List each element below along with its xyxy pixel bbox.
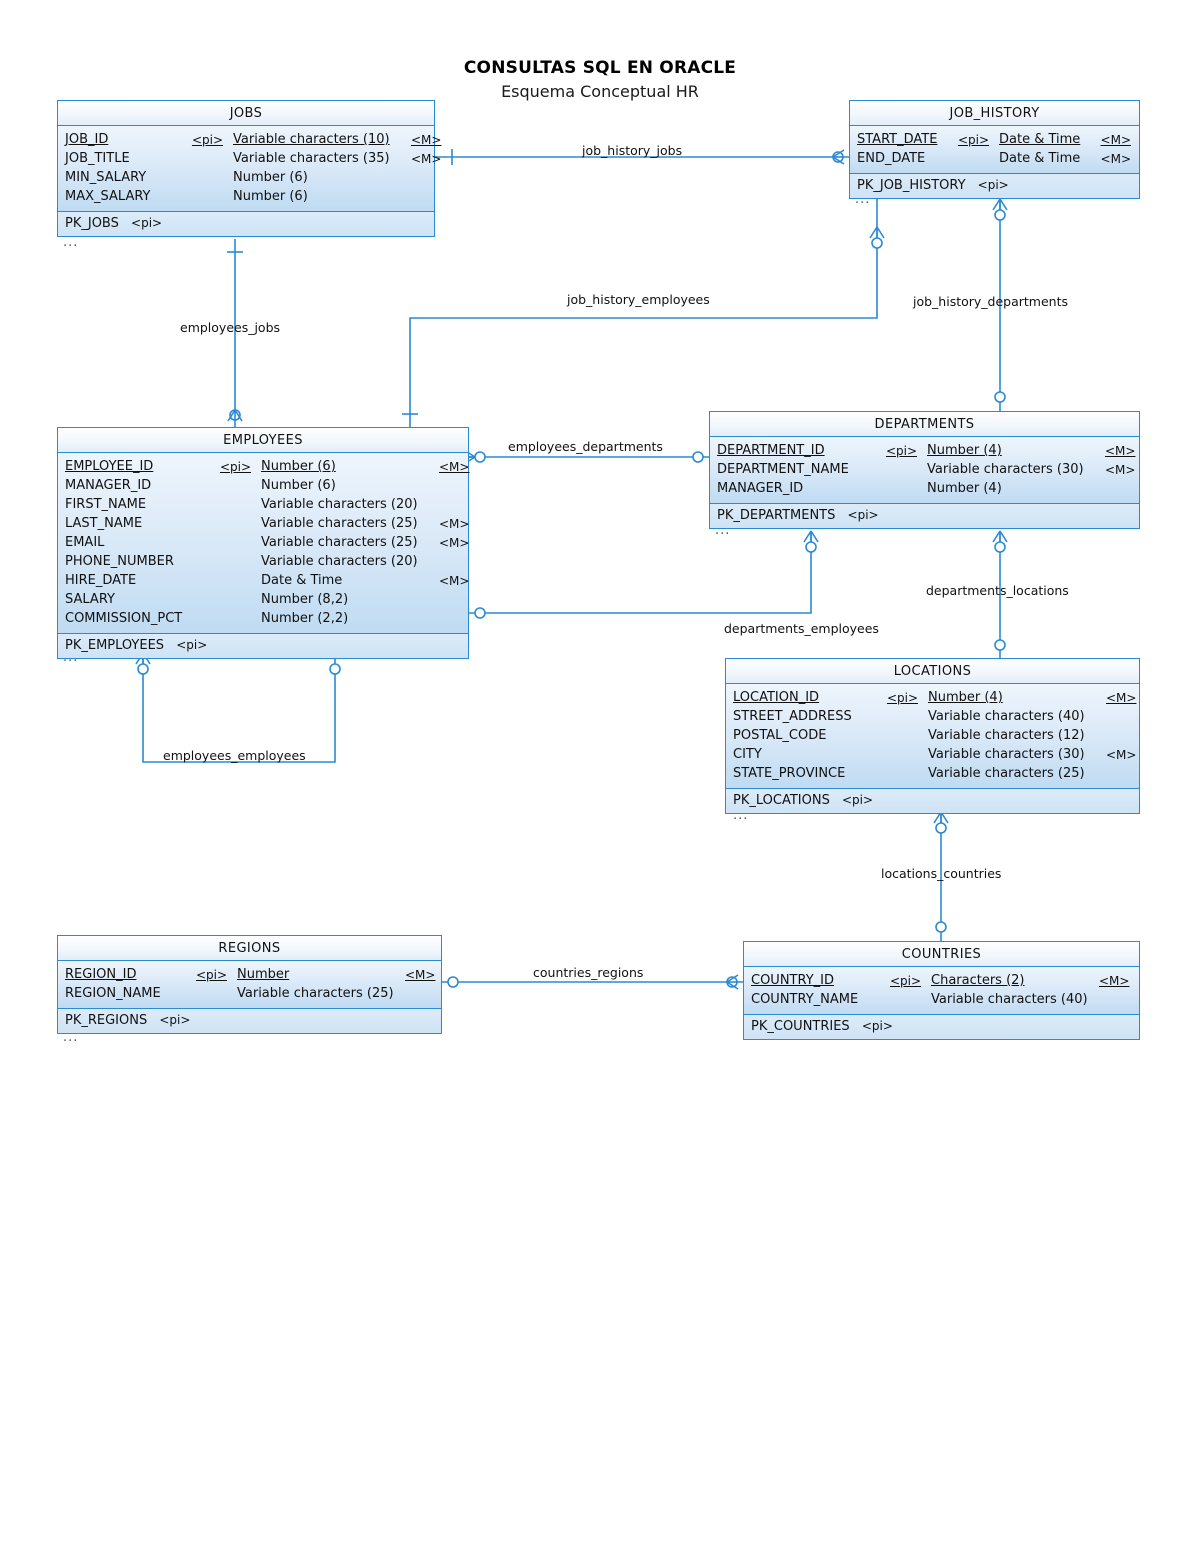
entity-employees[interactable]: EMPLOYEES EMPLOYEE_ID <pi> Number (6) <M… [57, 427, 469, 659]
identifier-name: PK_REGIONS [65, 1013, 148, 1028]
identifier-marker: <pi> [176, 638, 208, 652]
attribute-row: CITY Variable characters (30) <M> [733, 747, 1137, 762]
identifier-name: PK_LOCATIONS [733, 793, 830, 808]
relationship-label-employees-departments: employees_departments [508, 439, 663, 454]
attribute-row: MAX_SALARY Number (6) [65, 189, 308, 204]
entity-regions[interactable]: REGIONS REGION_ID <pi> Number <M> REGION… [57, 935, 442, 1034]
attribute-row: DEPARTMENT_ID <pi> Number (4) <M> [717, 443, 1136, 458]
entity-attributes: LOCATION_ID <pi> Number (4) <M> STREET_A… [726, 684, 1139, 789]
relationship-label-employees-employees: employees_employees [163, 748, 306, 763]
identifier-name: PK_EMPLOYEES [65, 638, 165, 653]
attribute-row: HIRE_DATE Date & Time <M> [65, 573, 470, 588]
attribute-row: MANAGER_ID Number (6) [65, 478, 336, 493]
relationship-label-countries-regions: countries_regions [533, 965, 644, 980]
overflow-dots: ... [63, 1030, 79, 1045]
attribute-row: DEPARTMENT_NAME Variable characters (30)… [717, 462, 1136, 477]
attribute-row: STREET_ADDRESS Variable characters (40) [733, 709, 1085, 724]
identifier-marker: <pi> [159, 1013, 191, 1027]
attribute-row: SALARY Number (8,2) [65, 592, 349, 607]
overflow-dots: ... [715, 523, 731, 538]
identifier-marker: <pi> [847, 508, 879, 522]
entity-attributes: COUNTRY_ID <pi> Characters (2) <M> COUNT… [744, 967, 1139, 1015]
entity-countries[interactable]: COUNTRIES COUNTRY_ID <pi> Characters (2)… [743, 941, 1140, 1040]
identifier-marker: <pi> [131, 216, 163, 230]
identifier-name: PK_JOBS [65, 216, 119, 231]
entity-title: COUNTRIES [744, 942, 1139, 967]
identifier-name: PK_DEPARTMENTS [717, 508, 836, 523]
relationship-label-departments-locations: departments_locations [926, 583, 1069, 598]
page-title: CONSULTAS SQL EN ORACLE [463, 58, 737, 78]
entity-title: JOBS [58, 101, 434, 126]
relationship-label-locations-countries: locations_countries [881, 866, 1002, 881]
entity-identifier: PK_JOB_HISTORY <pi> [850, 174, 1139, 198]
attribute-row: JOB_TITLE Variable characters (35) <M> [65, 151, 442, 166]
attribute-row: FIRST_NAME Variable characters (20) [65, 497, 418, 512]
entity-attributes: REGION_ID <pi> Number <M> REGION_NAME Va… [58, 961, 441, 1009]
overflow-dots: ... [63, 235, 79, 250]
relationship-label-job-history-employees: job_history_employees [567, 292, 710, 307]
entity-identifier: PK_JOBS <pi> [58, 212, 434, 236]
attribute-row: STATE_PROVINCE Variable characters (25) [733, 766, 1085, 781]
entity-title: JOB_HISTORY [850, 101, 1139, 126]
attribute-row: EMAIL Variable characters (25) <M> [65, 535, 470, 550]
entity-identifier: PK_REGIONS <pi> [58, 1009, 441, 1033]
entity-departments[interactable]: DEPARTMENTS DEPARTMENT_ID <pi> Number (4… [709, 411, 1140, 529]
page-subtitle: Esquema Conceptual HR [501, 82, 699, 101]
attribute-row: EMPLOYEE_ID <pi> Number (6) <M> [65, 459, 470, 474]
attribute-row: REGION_NAME Variable characters (25) [65, 986, 394, 1001]
relationship-label-job-history-departments: job_history_departments [913, 294, 1069, 309]
overflow-dots: ... [855, 192, 871, 207]
identifier-name: PK_COUNTRIES [751, 1019, 850, 1034]
identifier-marker: <pi> [841, 793, 874, 807]
relationship-label-employees-jobs: employees_jobs [180, 320, 281, 335]
entity-job-history[interactable]: JOB_HISTORY START_DATE <pi> Date & Time … [849, 100, 1140, 199]
entity-title: EMPLOYEES [58, 428, 468, 453]
entity-attributes: EMPLOYEE_ID <pi> Number (6) <M> MANAGER_… [58, 453, 470, 634]
entity-identifier: PK_DEPARTMENTS <pi> [710, 504, 1139, 528]
relationship-label-departments-employees: departments_employees [724, 621, 879, 636]
attribute-row: COUNTRY_ID <pi> Characters (2) <M> [751, 973, 1130, 988]
attribute-row: COMMISSION_PCT Number (2,2) [65, 611, 349, 626]
entity-locations[interactable]: LOCATIONS LOCATION_ID <pi> Number (4) <M… [725, 658, 1140, 814]
attribute-row: REGION_ID <pi> Number <M> [65, 967, 436, 982]
entity-title: REGIONS [58, 936, 441, 961]
attribute-row: COUNTRY_NAME Variable characters (40) [751, 992, 1088, 1007]
overflow-dots: ... [733, 808, 749, 823]
identifier-name: PK_JOB_HISTORY [857, 178, 966, 193]
attribute-row: END_DATE Date & Time <M> [857, 151, 1131, 166]
entity-title: DEPARTMENTS [710, 412, 1139, 437]
identifier-marker: <pi> [977, 178, 1009, 192]
entity-identifier: PK_EMPLOYEES <pi> [58, 634, 468, 658]
attribute-row: LOCATION_ID <pi> Number (4) <M> [733, 690, 1137, 705]
attribute-row: LAST_NAME Variable characters (25) <M> [65, 516, 470, 531]
entity-identifier: PK_LOCATIONS <pi> [726, 789, 1139, 813]
entity-identifier: PK_COUNTRIES <pi> [744, 1015, 1139, 1039]
entity-jobs[interactable]: JOBS JOB_ID <pi> Variable characters (10… [57, 100, 442, 237]
attribute-row: POSTAL_CODE Variable characters (12) [733, 728, 1085, 743]
entity-attributes: DEPARTMENT_ID <pi> Number (4) <M> DEPART… [710, 437, 1139, 504]
attribute-row: PHONE_NUMBER Variable characters (20) [65, 554, 418, 569]
overflow-dots: ... [63, 650, 79, 665]
identifier-marker: <pi> [861, 1019, 893, 1033]
entity-attributes: JOB_ID <pi> Variable characters (10) <M>… [58, 126, 442, 212]
attribute-row: MANAGER_ID Number (4) [717, 481, 1002, 496]
relationship-label-job-history-jobs: job_history_jobs [582, 143, 683, 158]
entity-title: LOCATIONS [726, 659, 1139, 684]
entity-attributes: START_DATE <pi> Date & Time <M> END_DATE… [850, 126, 1139, 174]
attribute-row: START_DATE <pi> Date & Time <M> [857, 132, 1131, 147]
attribute-row: JOB_ID <pi> Variable characters (10) <M> [65, 132, 442, 147]
attribute-row: MIN_SALARY Number (6) [65, 170, 308, 185]
